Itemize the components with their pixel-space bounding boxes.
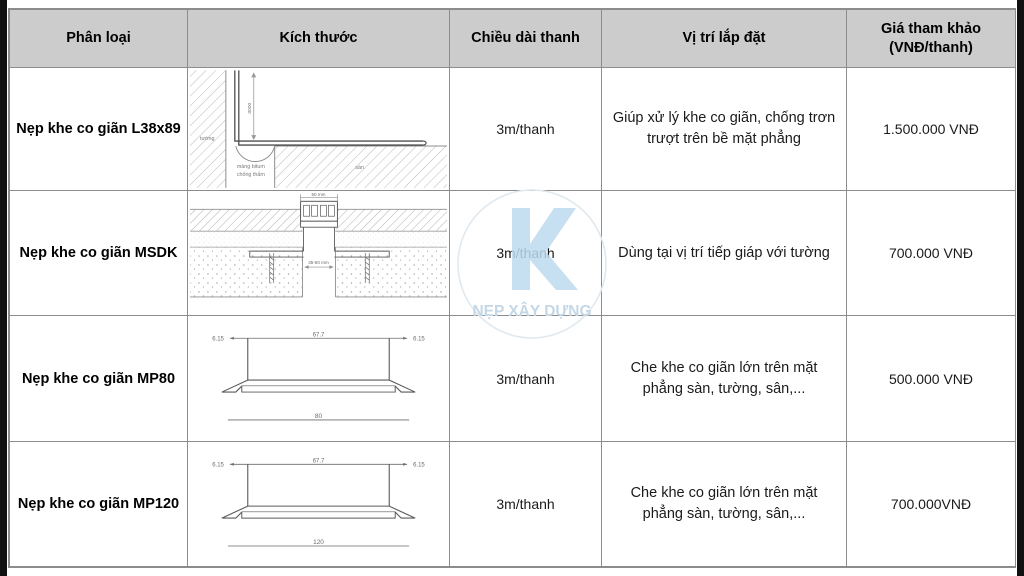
table-row: Nẹp khe co giãn L38x89 — [9, 66, 1016, 192]
drawing-dim-mid: 67.7 — [313, 458, 325, 464]
table-header-row: Phân loại Kích thước Chiều dài thanh Vị … — [9, 9, 1016, 68]
vi-tri-line1: Che khe co giãn lớn trên mặt — [630, 484, 818, 501]
drawing-profile-mp80-icon: 6.15 67.7 6.15 80 — [212, 333, 425, 421]
gia-header-line1: Giá tham khảo — [881, 21, 981, 38]
drawing-dim-total: 80 — [315, 413, 323, 420]
drawing-dim-left: 6.15 — [212, 337, 224, 343]
drawing-dim-right: 6.15 — [413, 337, 425, 343]
frame-edge-right — [1017, 0, 1024, 576]
drawing-dim-vertical: 3000 — [247, 102, 253, 113]
drawing-dim-top: 50 mm — [312, 192, 326, 197]
cell-chieu-dai: 3m/thanh — [449, 315, 602, 442]
vi-tri-line2: trượt trên bề mặt phẳng — [647, 131, 801, 148]
drawing-wall-floor-corner-icon: 3000 tường màng bitum chống thấm sàn — [189, 70, 448, 188]
column-header-chieu-dai-thanh: Chiều dài thanh — [449, 9, 602, 68]
drawing-dim-gap: 35-60 mm — [308, 260, 329, 265]
cell-vi-tri: Che khe co giãn lớn trên mặt phẳng sàn, … — [601, 440, 847, 568]
cell-gia: 1.500.000 VNĐ — [846, 66, 1016, 192]
column-header-phan-loai: Phân loại — [9, 9, 188, 68]
cell-kich-thuoc-drawing: 6.15 67.7 6.15 80 — [187, 315, 450, 442]
gia-header-line2: (VNĐ/thanh) — [889, 39, 973, 56]
cell-kich-thuoc-drawing: 3000 tường màng bitum chống thấm sàn — [187, 66, 450, 192]
cell-phan-loai: Nẹp khe co giãn MP80 — [9, 315, 188, 442]
vi-tri-line1: Giúp xử lý khe co giãn, chống trơn — [612, 110, 836, 127]
column-header-gia-tham-khao: Giá tham khảo (VNĐ/thanh) — [846, 9, 1016, 68]
cell-phan-loai: Nẹp khe co giãn L38x89 — [9, 66, 188, 192]
drawing-label-floor: sàn — [355, 165, 364, 171]
spec-table: Phân loại Kích thước Chiều dài thanh Vị … — [9, 9, 1016, 568]
vi-tri-line1: Dùng tại vị trí tiếp giáp với tường — [618, 244, 830, 261]
table-row: Nẹp khe co giãn MP120 6.15 67.7 6.15 — [9, 440, 1016, 568]
table-body: Nẹp khe co giãn L38x89 — [9, 66, 1016, 568]
column-header-kich-thuoc: Kích thước — [187, 9, 450, 68]
cell-phan-loai: Nẹp khe co giãn MSDK — [9, 190, 188, 317]
cell-phan-loai: Nẹp khe co giãn MP120 — [9, 440, 188, 568]
column-header-vi-tri-lap-dat: Vị trí lắp đặt — [601, 9, 847, 68]
spec-table-container: Phân loại Kích thước Chiều dài thanh Vị … — [8, 8, 1016, 568]
table-row: Nẹp khe co giãn MSDK — [9, 190, 1016, 317]
cell-kich-thuoc-drawing: 50 mm 35-60 mm — [187, 190, 450, 317]
vi-tri-line2: phẳng sàn, tường, sân,... — [642, 505, 806, 522]
drawing-dim-mid: 67.7 — [313, 333, 325, 339]
drawing-label-wall: tường — [200, 136, 215, 142]
drawing-floor-joint-msdk-icon: 50 mm 35-60 mm — [189, 192, 448, 298]
table-header: Phân loại Kích thước Chiều dài thanh Vị … — [9, 9, 1016, 68]
cell-gia: 700.000 VNĐ — [846, 190, 1016, 317]
cell-gia: 500.000 VNĐ — [846, 315, 1016, 442]
cell-vi-tri: Che khe co giãn lớn trên mặt phẳng sàn, … — [601, 315, 847, 442]
cell-gia: 700.000VNĐ — [846, 440, 1016, 568]
vi-tri-line1: Che khe co giãn lớn trên mặt — [630, 359, 818, 376]
cell-kich-thuoc-drawing: 6.15 67.7 6.15 120 — [187, 440, 450, 568]
drawing-label-membrane-line1: màng bitum — [237, 164, 266, 170]
drawing-profile-mp120-icon: 6.15 67.7 6.15 120 — [212, 458, 425, 547]
frame-edge-left — [0, 0, 7, 576]
table-row: Nẹp khe co giãn MP80 6.15 67.7 6.15 — [9, 315, 1016, 442]
cell-chieu-dai: 3m/thanh — [449, 440, 602, 568]
cell-chieu-dai: 3m/thanh — [449, 66, 602, 192]
cell-vi-tri: Giúp xử lý khe co giãn, chống trơn trượt… — [601, 66, 847, 192]
drawing-label-membrane-line2: chống thấm — [237, 172, 266, 178]
drawing-dim-right: 6.15 — [413, 462, 425, 468]
vi-tri-line2: phẳng sàn, tường, sân,... — [642, 380, 806, 397]
drawing-dim-left: 6.15 — [212, 462, 224, 468]
drawing-dim-total: 120 — [313, 539, 324, 546]
cell-chieu-dai: 3m/thanh — [449, 190, 602, 317]
cell-vi-tri: Dùng tại vị trí tiếp giáp với tường — [601, 190, 847, 317]
